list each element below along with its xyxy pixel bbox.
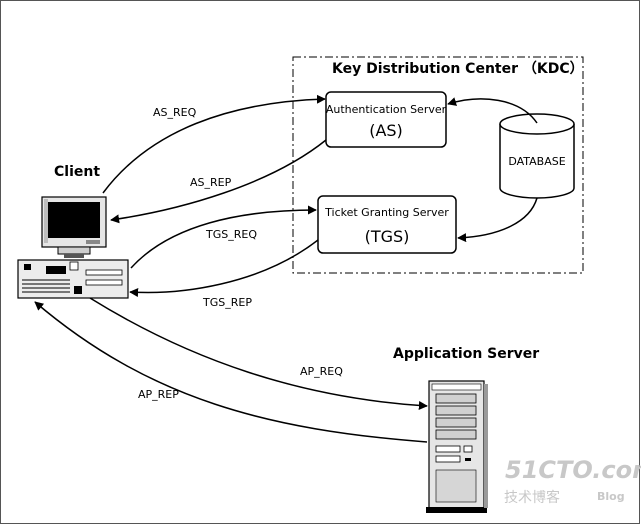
kdc-boundary: [292, 56, 584, 274]
watermark-site: 51CTO.com: [505, 456, 641, 484]
as-req-arrow: [102, 94, 326, 194]
tgs-rep-arrow: [129, 239, 319, 297]
client-computer-icon: [17, 196, 129, 299]
tgs-req-label: TGS_REQ: [205, 228, 257, 241]
tgs-rep-label: TGS_REP: [202, 296, 252, 309]
kdc-title: Key Distribution Center （KDC）: [332, 61, 584, 77]
tgs-server-abbr: (TGS): [365, 227, 410, 246]
as-req-label: AS_REQ: [153, 106, 197, 119]
tgs-server-name: Ticket Granting Server: [324, 206, 449, 219]
db-to-tgs-arrow: [457, 197, 538, 243]
application-server-icon: [426, 380, 488, 513]
client-label: Client: [54, 164, 100, 180]
ap-req-label: AP_REQ: [300, 365, 343, 378]
db-to-as-arrow: [447, 97, 538, 124]
watermark-sub: 技术博客: [504, 489, 560, 506]
ap-rep-label: AP_REP: [138, 388, 179, 401]
auth-server-name: Authentication Server: [326, 103, 447, 116]
ap-rep-arrow: [34, 301, 428, 443]
watermark-blog: Blog: [597, 490, 625, 503]
tgs-server-box: [317, 195, 457, 254]
tgs-req-arrow: [130, 205, 317, 269]
as-rep-label: AS_REP: [190, 176, 232, 189]
ap-req-arrow: [89, 297, 428, 410]
as-rep-arrow: [110, 139, 327, 224]
database-cylinder: [499, 113, 575, 199]
app-server-label: Application Server: [393, 346, 539, 362]
auth-server-box: [325, 91, 447, 148]
database-label: DATABASE: [508, 155, 565, 168]
auth-server-abbr: (AS): [369, 121, 403, 140]
